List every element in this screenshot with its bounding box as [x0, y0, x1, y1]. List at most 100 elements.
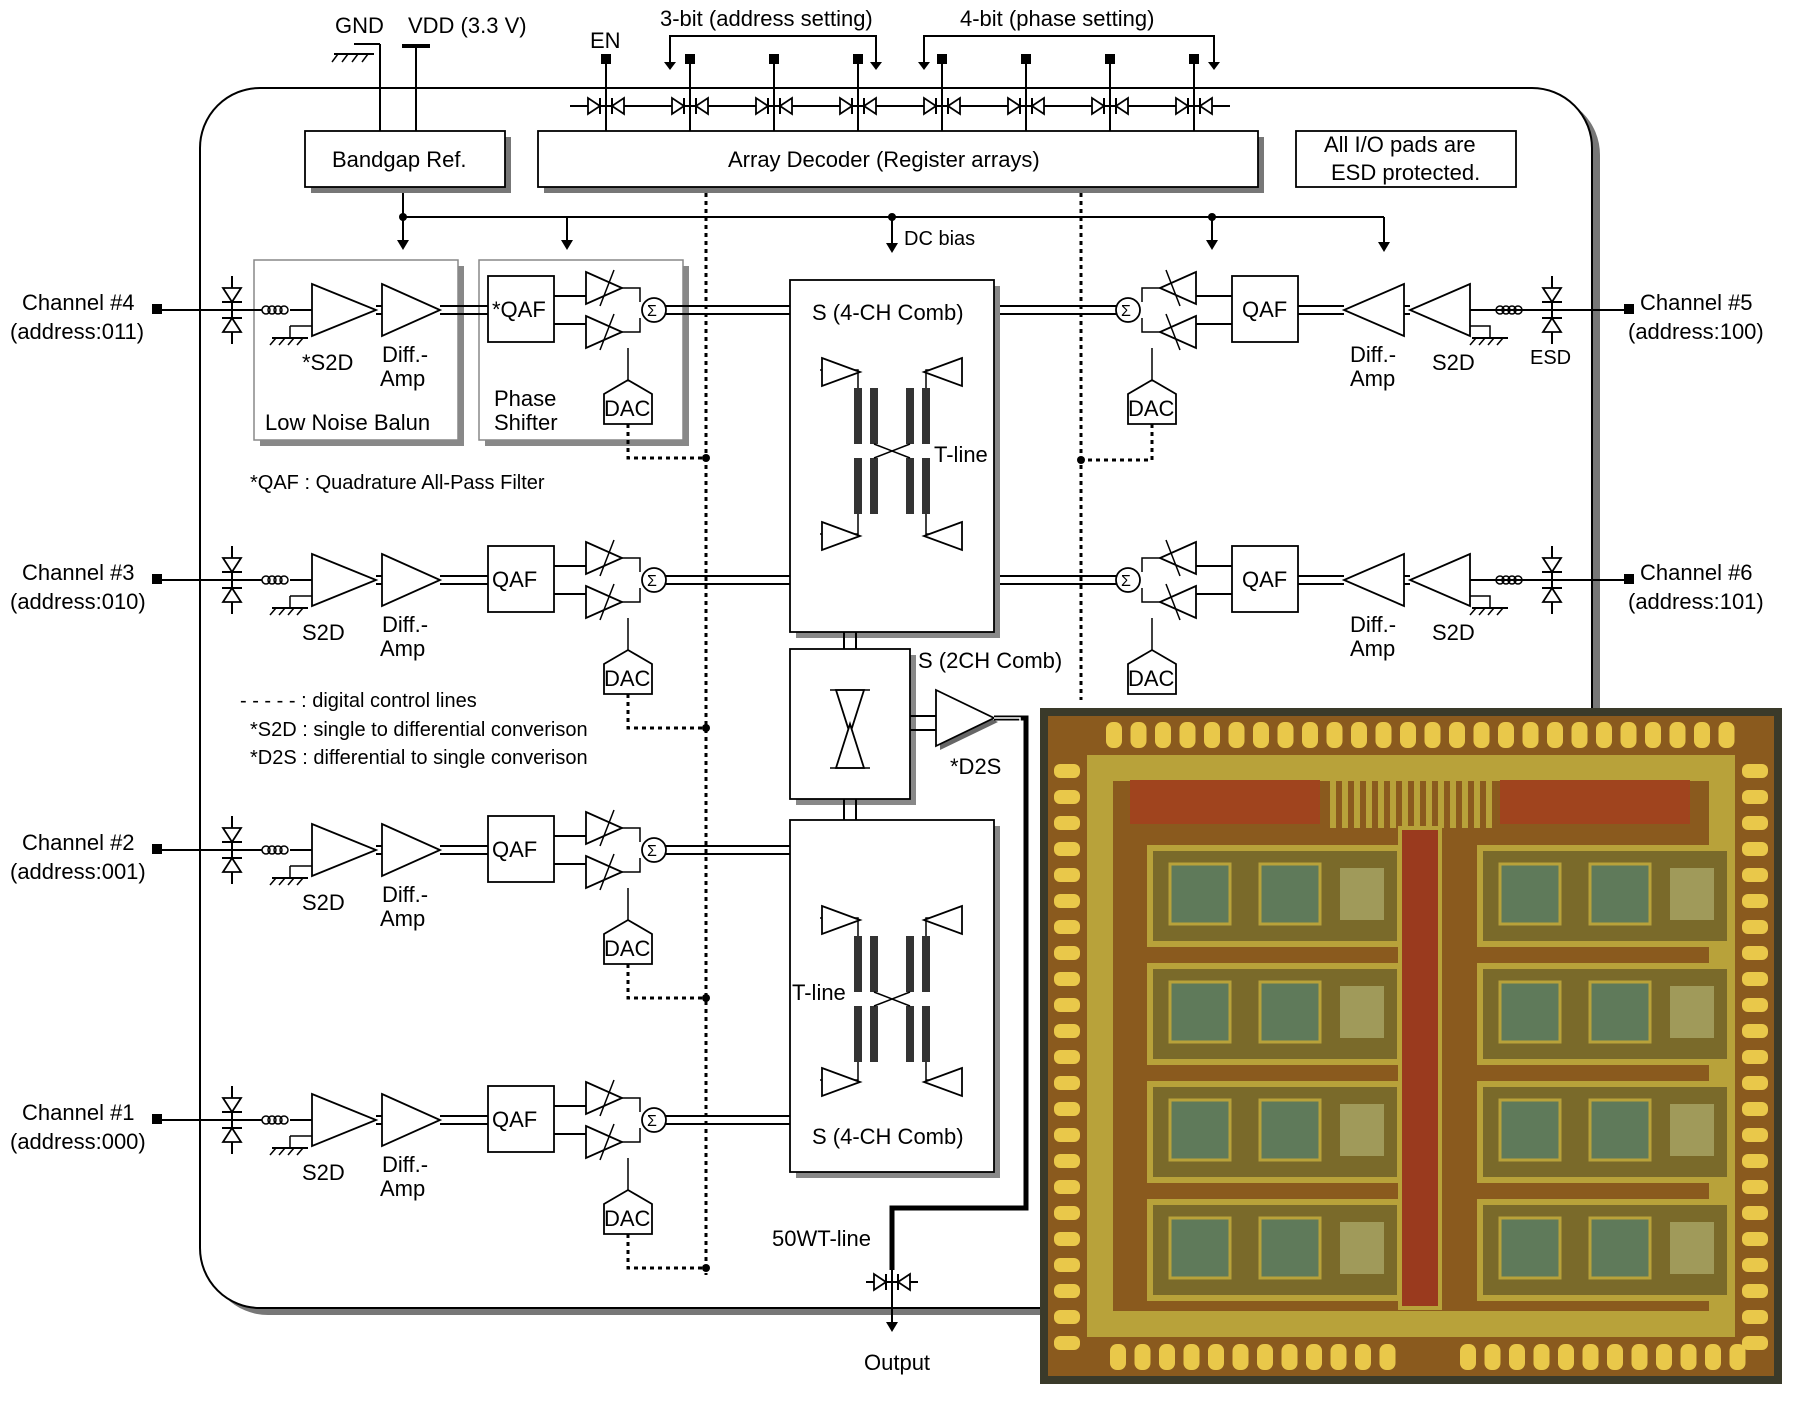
- diff-amp: [381, 552, 443, 608]
- channel-name: Channel #6: [1640, 560, 1753, 585]
- sigma-label: Σ: [1121, 573, 1131, 590]
- s2d-label: S2D: [302, 1160, 345, 1185]
- s2d-label: S2D: [1432, 350, 1475, 375]
- input-pad: [152, 844, 162, 854]
- qaf-block: [487, 815, 555, 883]
- channel-row-5: Channel #5(address:100)S2DDiff.-AmpQAFΣD…: [994, 269, 1764, 464]
- channel-name: Channel #1: [22, 1100, 135, 1125]
- vga-q: [1157, 314, 1197, 350]
- top-pad-2: [671, 54, 709, 131]
- esd-label: ESD: [1530, 347, 1571, 369]
- diff-amp-label2: Amp: [380, 636, 425, 661]
- output-section: 50WT-line Output: [772, 1226, 930, 1375]
- diff-amp-label2: Amp: [1350, 366, 1395, 391]
- s2d-amp: [311, 552, 379, 608]
- comb2-block: S (2CH Comb): [789, 632, 1062, 820]
- dac-label: DAC: [604, 396, 651, 421]
- dac-label: DAC: [1128, 396, 1175, 421]
- channel-address: (address:001): [10, 859, 146, 884]
- diff-amp-label2: Amp: [380, 906, 425, 931]
- right-channel-column: Channel #5(address:100)S2DDiff.-AmpQAFΣD…: [994, 269, 1764, 695]
- die-bond-pads: [1054, 722, 1768, 1370]
- phase-bits-label: 4-bit (phase setting): [960, 6, 1154, 31]
- bandgap-label: Bandgap Ref.: [332, 147, 467, 172]
- address-bits-label: 3-bit (address setting): [660, 6, 873, 31]
- sigma-combiner: [641, 1107, 667, 1133]
- top-io-pads: [570, 54, 1230, 131]
- diff-amp-label2: Amp: [1350, 636, 1395, 661]
- low-noise-balun-group: Low Noise Balun: [253, 259, 464, 446]
- array-decoder-block: Array Decoder (Register arrays): [537, 130, 1264, 193]
- top-pad-7: [1091, 54, 1129, 131]
- qaf-label: QAF: [1242, 297, 1287, 322]
- comb4-bottom-block: S (4-CH Comb) T-line: [789, 819, 1000, 1178]
- diff-amp-label1: Diff.-: [1350, 342, 1396, 367]
- sigma-label: Σ: [647, 303, 657, 320]
- sigma-combiner: [641, 837, 667, 863]
- en-label: EN: [590, 28, 621, 53]
- sigma-label: Σ: [647, 573, 657, 590]
- top-pad-8: [1175, 54, 1213, 131]
- top-pad-5: [923, 54, 961, 131]
- diff-amp: [381, 282, 443, 338]
- s2d-label: S2D: [302, 620, 345, 645]
- dac-block: [603, 378, 653, 425]
- dac-block: [1127, 378, 1177, 425]
- dac-label: DAC: [604, 1206, 651, 1231]
- sigma-combiner: [1115, 297, 1141, 323]
- sigma-label: Σ: [647, 1113, 657, 1130]
- channel-address: (address:000): [10, 1129, 146, 1154]
- address-bracket: [664, 35, 882, 70]
- d2s-block: *D2S: [885, 688, 1029, 1270]
- s2d-amp: [1407, 552, 1471, 608]
- input-pad: [152, 574, 162, 584]
- vga-i: [1157, 270, 1197, 306]
- diff-amp: [1341, 552, 1405, 608]
- s2d-label: S2D: [1432, 620, 1475, 645]
- comb4-top-block: S (4-CH Comb) T-line: [789, 279, 1000, 638]
- dac-block: [1127, 648, 1177, 695]
- top-pad-6: [1007, 54, 1045, 131]
- low-noise-balun-label: Low Noise Balun: [265, 410, 430, 435]
- dc-bias-label: DC bias: [904, 228, 975, 250]
- die-circuit-blocks: [1130, 768, 1733, 1310]
- input-pad: [1624, 304, 1634, 314]
- input-pad: [1624, 574, 1634, 584]
- comb2-label: S (2CH Comb): [918, 648, 1062, 673]
- qaf-block: [487, 275, 555, 343]
- channel-name: Channel #4: [22, 290, 135, 315]
- tline-50-label: 50WT-line: [772, 1226, 871, 1251]
- diff-amp: [381, 822, 443, 878]
- vdd-label: VDD (3.3 V): [408, 13, 527, 38]
- qaf-note: *QAF : Quadrature All-Pass Filter: [250, 472, 545, 494]
- array-decoder-label: Array Decoder (Register arrays): [728, 147, 1040, 172]
- digital-control-line: [626, 1234, 706, 1270]
- dac-block: [603, 1188, 653, 1235]
- dac-label: DAC: [1128, 666, 1175, 691]
- channel-name: Channel #3: [22, 560, 135, 585]
- qaf-label: QAF: [1242, 567, 1287, 592]
- output-label: Output: [864, 1350, 930, 1375]
- channel-address: (address:010): [10, 589, 146, 614]
- d2s-note: *D2S : differential to single converison: [250, 747, 588, 769]
- esd-note-line1: All I/O pads are: [1324, 132, 1476, 157]
- channel-row-6: Channel #6(address:101)S2DDiff.-AmpQAFΣD…: [994, 539, 1764, 695]
- dac-label: DAC: [604, 666, 651, 691]
- input-pad: [152, 304, 162, 314]
- vdd-pin: VDD (3.3 V): [402, 13, 527, 132]
- qaf-label: QAF: [492, 837, 537, 862]
- top-pad-4: [839, 54, 877, 131]
- phase-shifter-label1: Phase: [494, 386, 556, 411]
- die-micrograph-photo: [1040, 708, 1782, 1384]
- esd-note-box: All I/O pads are ESD protected.: [1295, 130, 1517, 188]
- s2d-amp: [1407, 282, 1471, 338]
- qaf-label: QAF: [492, 1107, 537, 1132]
- dac-block: [603, 918, 653, 965]
- qaf-block: [1231, 275, 1299, 343]
- dc-bias-bus: DC bias: [397, 193, 1390, 253]
- s2d-amp: [311, 282, 379, 338]
- digital-control-line: [626, 964, 706, 1000]
